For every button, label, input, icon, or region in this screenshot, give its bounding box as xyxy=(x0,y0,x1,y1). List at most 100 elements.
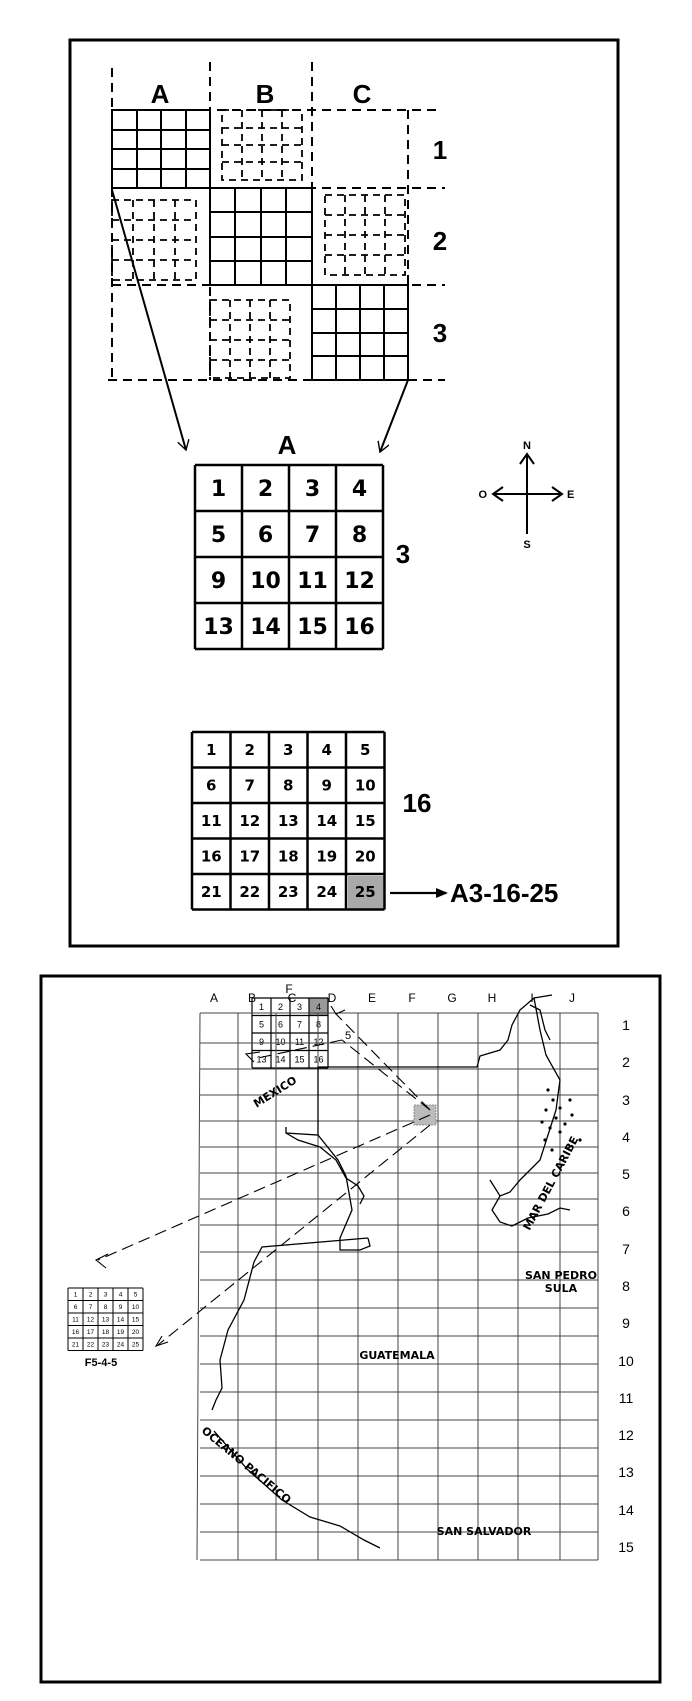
zoom2-cell-1: 1 xyxy=(206,741,216,759)
zoom2-cell-25: 25 xyxy=(355,883,376,901)
topgrid-cell-3: 3 xyxy=(297,1002,302,1012)
zoom-arrow-right xyxy=(380,379,409,452)
island-dot xyxy=(563,1122,567,1126)
map-col-label-d: D xyxy=(328,991,337,1005)
compass-w: O xyxy=(478,489,487,501)
compass-rose: N S O E xyxy=(478,440,574,551)
smallgrid-cell-17: 17 xyxy=(87,1329,95,1336)
topgrid-cell-1: 1 xyxy=(259,1002,264,1012)
smallgrid-cell-11: 11 xyxy=(72,1317,79,1324)
top-grid-side-label: 5 xyxy=(345,1030,351,1042)
leader-line-up-3 xyxy=(335,1013,431,1111)
smallgrid-cell-21: 21 xyxy=(72,1342,80,1349)
map-row-label-8: 8 xyxy=(622,1278,630,1294)
yucatan-inner-line xyxy=(529,1004,551,1041)
map-col-label-b: B xyxy=(248,991,256,1005)
map-row-label-12: 12 xyxy=(618,1427,634,1443)
col-label-a: A xyxy=(151,79,170,109)
smallgrid-cell-18: 18 xyxy=(102,1329,110,1336)
map-coastlines xyxy=(211,994,571,1549)
island-dot xyxy=(578,1138,582,1142)
map-row-label-5: 5 xyxy=(622,1166,630,1182)
zoom1-cell-12: 12 xyxy=(344,569,375,594)
zoom1-cell-10: 10 xyxy=(250,569,281,594)
smallgrid-cell-19: 19 xyxy=(117,1329,125,1336)
island-dot xyxy=(554,1116,558,1120)
map-row-label-11: 11 xyxy=(619,1390,634,1406)
label-oceano: OCEANO PACIFICO xyxy=(199,1424,294,1506)
zoom1-cell-2: 2 xyxy=(258,477,273,502)
zoom2-cell-5: 5 xyxy=(360,741,370,759)
smallgrid-cell-25: 25 xyxy=(132,1342,140,1349)
smallgrid-cell-20: 20 xyxy=(132,1329,140,1336)
island-dot xyxy=(558,1106,562,1110)
leader-arrow-icon-top xyxy=(244,1051,261,1063)
compass-s: S xyxy=(523,539,530,551)
island-dot xyxy=(551,1098,555,1102)
target-area-f5 xyxy=(413,1104,437,1126)
zoom-grid-side-label: 3 xyxy=(396,539,410,569)
island-dot xyxy=(548,1126,552,1130)
zoom1-cell-14: 14 xyxy=(250,615,281,640)
map-row-label-2: 2 xyxy=(622,1054,630,1070)
zoom1-cell-15: 15 xyxy=(297,615,328,640)
topgrid-cell-7: 7 xyxy=(297,1019,302,1029)
label-san-pedro-2: SULA xyxy=(545,1282,578,1295)
zoom2-cell-3: 3 xyxy=(283,741,293,759)
smallgrid-cell-12: 12 xyxy=(87,1317,95,1324)
compass-east-arrow-icon xyxy=(551,486,564,502)
zoom2-cell-19: 19 xyxy=(316,848,337,866)
leader-line-left-2 xyxy=(157,1124,431,1346)
zoom2-cell-22: 22 xyxy=(239,883,260,901)
topgrid-cell-11: 11 xyxy=(295,1037,304,1047)
island-dot xyxy=(546,1088,550,1092)
map-row-label-15: 15 xyxy=(618,1539,634,1555)
island-dot xyxy=(558,1130,562,1134)
label-san-pedro-1: SAN PEDRO xyxy=(525,1269,597,1282)
smallgrid-cell-22: 22 xyxy=(87,1342,95,1349)
yucatan-coast-line xyxy=(489,997,561,1197)
zoom2-cell-4: 4 xyxy=(322,741,332,759)
label-san-salvador: SAN SALVADOR xyxy=(437,1525,532,1538)
caribbean-islands xyxy=(540,1088,582,1152)
island-dot xyxy=(540,1120,544,1124)
zoom-grid-title: A xyxy=(278,430,297,460)
row-label-3: 3 xyxy=(433,318,447,348)
smallgrid-cell-15: 15 xyxy=(132,1317,140,1324)
map-row-label-3: 3 xyxy=(622,1092,630,1108)
smallgrid-cell-2: 2 xyxy=(89,1292,93,1299)
topgrid-cell-15: 15 xyxy=(294,1054,304,1064)
smallgrid-cell-24: 24 xyxy=(117,1342,125,1349)
zoom2-cell-8: 8 xyxy=(283,777,293,795)
smallgrid-cell-1: 1 xyxy=(74,1292,78,1299)
map-col-label-f: F xyxy=(408,991,415,1005)
smallgrid-cell-7: 7 xyxy=(89,1304,93,1311)
smallgrid-cell-4: 4 xyxy=(119,1292,123,1299)
top-grid-title: F xyxy=(285,982,292,996)
highlighted-cell-4 xyxy=(309,998,328,1015)
zoom1-cell-3: 3 xyxy=(305,477,320,502)
map-col-label-e: E xyxy=(368,991,376,1005)
zoom-arrow-left xyxy=(111,189,186,450)
compass-north-arrow-icon xyxy=(519,452,535,465)
leader-arrow-icon-left-2 xyxy=(154,1335,169,1347)
topgrid-cell-14: 14 xyxy=(275,1054,285,1064)
col-label-b: B xyxy=(256,79,275,109)
zoom2-cell-21: 21 xyxy=(201,883,222,901)
island-dot xyxy=(550,1148,554,1152)
smallgrid-cell-6: 6 xyxy=(74,1304,78,1311)
zoom1-cell-8: 8 xyxy=(352,523,367,548)
compass-n: N xyxy=(523,440,531,452)
result-code: A3-16-25 xyxy=(450,878,558,908)
small-grid-result: F5-4-5 xyxy=(85,1357,117,1369)
island-dot xyxy=(544,1108,548,1112)
topgrid-cell-9: 9 xyxy=(259,1037,264,1047)
map-row-label-7: 7 xyxy=(622,1241,630,1257)
map-row-label-6: 6 xyxy=(622,1203,630,1219)
zoom1-cell-5: 5 xyxy=(211,523,226,548)
